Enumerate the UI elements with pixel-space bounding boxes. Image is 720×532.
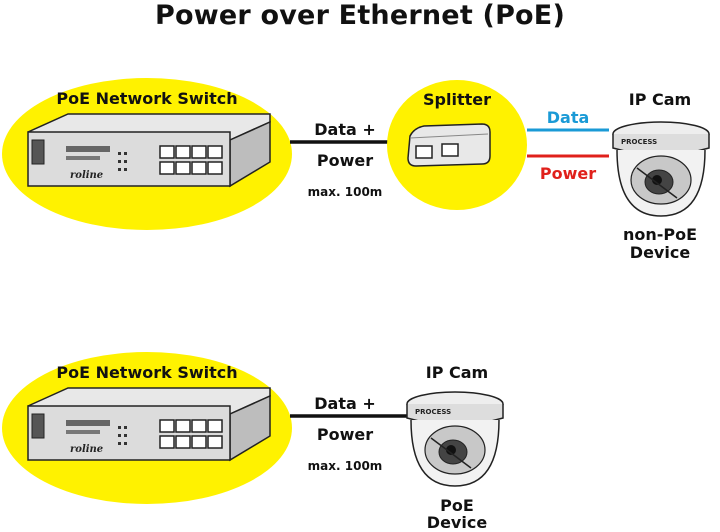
splitter-device xyxy=(407,123,491,167)
diagram-title: Power over Ethernet (PoE) xyxy=(155,0,565,31)
bottom-network-switch: roline xyxy=(27,387,271,462)
top-cam-label: IP Cam xyxy=(628,90,692,109)
top-cam-text: PROCESS xyxy=(621,138,657,146)
splitter-label: Splitter xyxy=(423,90,491,109)
power-cable xyxy=(527,154,609,158)
bottom-switch-brand: roline xyxy=(70,444,103,455)
top-device-label-2: Device xyxy=(629,243,691,262)
bottom-cam-label: IP Cam xyxy=(425,363,489,382)
bottom-ip-cam: PROCESS xyxy=(406,391,504,487)
bottom-link-label-1: Data + xyxy=(314,394,376,413)
top-link-cable xyxy=(290,140,400,144)
bottom-device-label-2: Device xyxy=(426,513,488,532)
bottom-device-label-1: PoE xyxy=(440,496,474,515)
top-switch-brand: roline xyxy=(70,170,103,181)
power-label: Power xyxy=(539,164,597,183)
top-network-switch: roline xyxy=(27,113,271,188)
bottom-distance: max. 100m xyxy=(307,459,383,473)
data-label: Data xyxy=(546,108,590,127)
top-device-label-1: non-PoE xyxy=(622,225,698,244)
bottom-link-label-2: Power xyxy=(316,425,374,444)
bottom-link-cable xyxy=(290,414,408,418)
top-switch-label: PoE Network Switch xyxy=(56,89,238,108)
data-cable xyxy=(527,128,609,132)
top-link-label-1: Data + xyxy=(314,120,376,139)
top-ip-cam: PROCESS xyxy=(612,121,710,217)
top-distance: max. 100m xyxy=(307,185,383,199)
top-link-label-2: Power xyxy=(316,151,374,170)
bottom-switch-label: PoE Network Switch xyxy=(56,363,238,382)
bottom-cam-text: PROCESS xyxy=(415,408,451,416)
